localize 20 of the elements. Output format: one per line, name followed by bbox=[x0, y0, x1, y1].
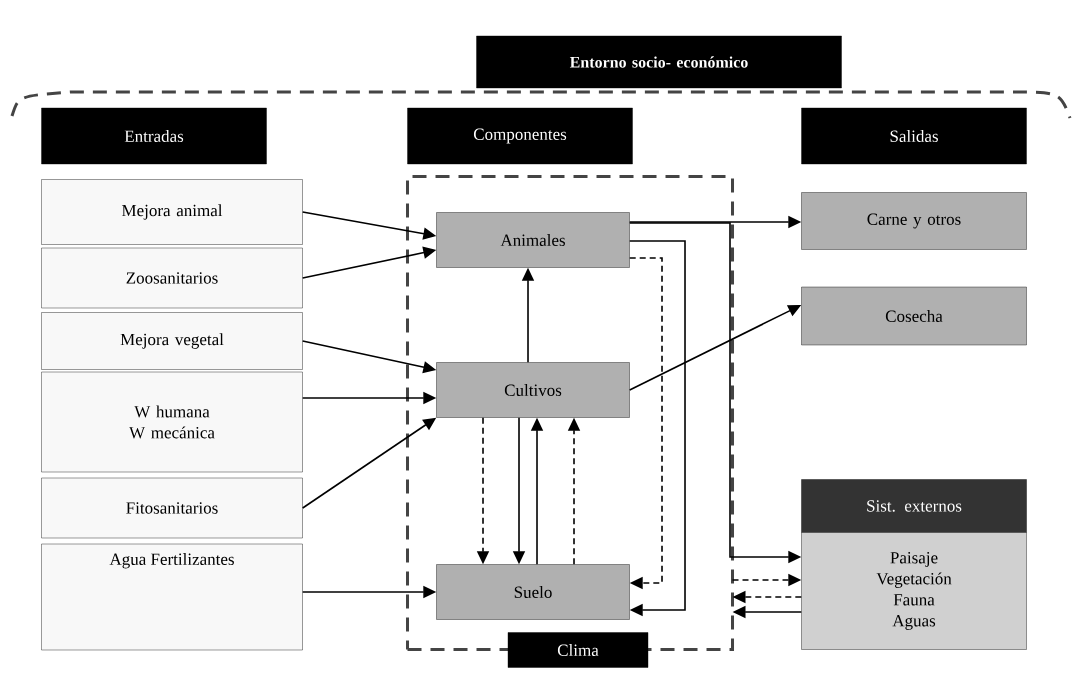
label-box: Clima bbox=[507, 632, 649, 668]
output-box: Paisaje Vegetación Fauna Aguas bbox=[801, 532, 1027, 650]
input-box: Agua Fertilizantes bbox=[41, 543, 303, 651]
header-box: Entorno socio- económico bbox=[476, 35, 842, 89]
header-box: Componentes bbox=[407, 107, 633, 165]
header-box: Entradas bbox=[41, 107, 267, 165]
component-box: Suelo bbox=[436, 564, 630, 620]
component-box: Cultivos bbox=[436, 362, 630, 418]
input-box: Mejora animal bbox=[41, 179, 303, 245]
component-box: Carne y otros bbox=[801, 192, 1027, 250]
arrow bbox=[628, 257, 663, 590]
header-box: Sist. externos bbox=[801, 479, 1027, 533]
arrow bbox=[628, 240, 686, 617]
header-box: Salidas bbox=[801, 107, 1027, 165]
input-box: Fitosanitarios bbox=[41, 477, 303, 539]
input-box: Mejora vegetal bbox=[41, 312, 303, 370]
component-box: Cosecha bbox=[801, 286, 1027, 346]
component-box: Animales bbox=[436, 212, 630, 268]
input-box: Zoosanitarios bbox=[41, 247, 303, 309]
input-box: W humana W mecánica bbox=[41, 371, 303, 473]
